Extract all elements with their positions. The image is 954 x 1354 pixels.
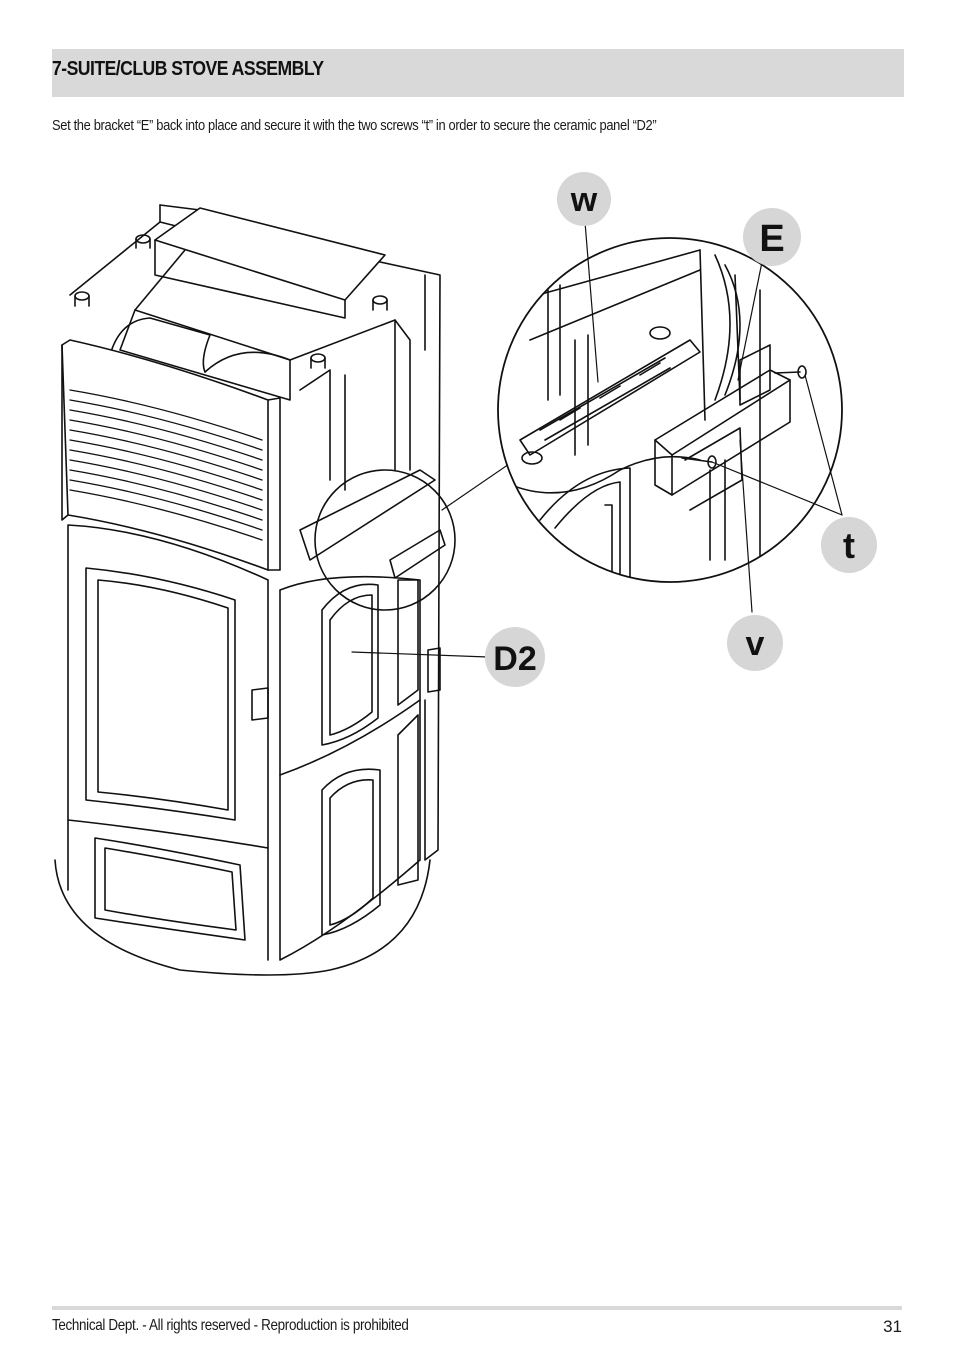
- svg-text:w: w: [570, 181, 598, 219]
- page-number: 31: [883, 1317, 902, 1336]
- callout-D2: D2: [485, 627, 545, 687]
- svg-text:D2: D2: [493, 640, 536, 678]
- callout-v: v: [727, 615, 783, 671]
- callout-t: t: [821, 517, 877, 573]
- callout-E: E: [743, 208, 801, 266]
- svg-text:t: t: [843, 525, 855, 566]
- callout-w: w: [557, 172, 611, 226]
- svg-text:v: v: [746, 625, 765, 663]
- svg-text:E: E: [759, 218, 784, 260]
- section-title: 7-SUITE/CLUB STOVE ASSEMBLY: [52, 58, 324, 80]
- section-header-bar: [52, 49, 904, 97]
- instruction-text: Set the bracket “E” back into place and …: [52, 117, 657, 134]
- footer-rule: [52, 1306, 902, 1310]
- footer-copyright: Technical Dept. - All rights reserved - …: [52, 1317, 409, 1334]
- stove-assembly-illustration: w E t v D2: [54, 172, 877, 976]
